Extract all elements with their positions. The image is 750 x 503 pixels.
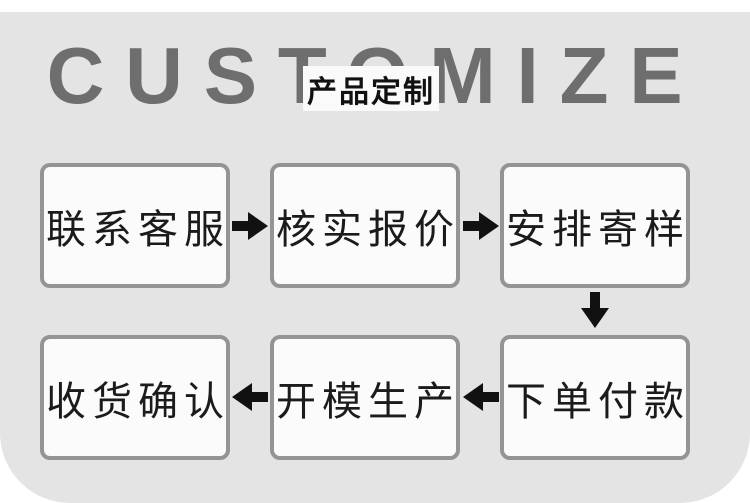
step-box-contact: 联系客服 [40, 163, 230, 288]
step-box-sample: 安排寄样 [500, 163, 690, 288]
step-label-sample: 安排寄样 [506, 206, 690, 252]
arrow-down-icon [581, 292, 609, 328]
step-label-quote: 核实报价 [276, 206, 460, 252]
section-title: 产品定制 [307, 75, 435, 109]
arrow-right-icon [463, 212, 499, 240]
flow-arrow-2 [463, 212, 499, 240]
step-box-quote: 核实报价 [270, 163, 460, 288]
step-box-order: 下单付款 [500, 335, 690, 460]
arrow-left-icon [232, 383, 268, 411]
step-box-production: 开模生产 [270, 335, 460, 460]
flow-arrow-1 [232, 212, 268, 240]
section-title-box: 产品定制 [303, 66, 439, 111]
step-label-order: 下单付款 [506, 378, 690, 424]
arrow-left-icon [463, 383, 499, 411]
step-box-receipt: 收货确认 [40, 335, 230, 460]
flow-arrow-3 [577, 292, 613, 328]
step-label-production: 开模生产 [276, 378, 460, 424]
flow-arrow-4 [463, 383, 499, 411]
arrow-right-icon [232, 212, 268, 240]
flow-arrow-5 [232, 383, 268, 411]
step-label-contact: 联系客服 [46, 206, 230, 252]
step-label-receipt: 收货确认 [46, 378, 230, 424]
